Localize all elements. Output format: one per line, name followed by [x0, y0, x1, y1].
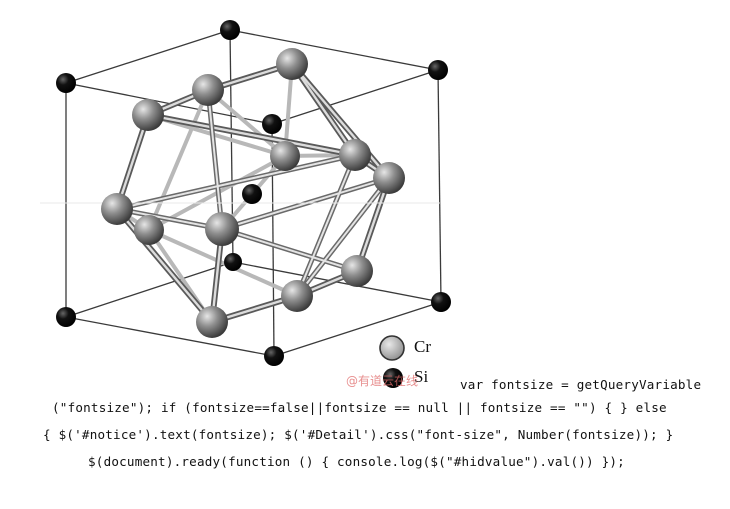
cr-atom: [276, 48, 308, 80]
cr-atom: [192, 74, 224, 106]
unit-cell-edges: [65, 29, 442, 357]
code-line-2: ("fontsize"); if (fontsize==false||fonts…: [52, 400, 667, 415]
si-atom: [262, 114, 282, 134]
si-atom: [242, 184, 262, 204]
si-atom: [56, 73, 76, 93]
cr-atom: [134, 215, 164, 245]
watermark-text: @有道云在线: [346, 374, 419, 388]
si-atom: [264, 346, 284, 366]
cr-atom: [281, 280, 313, 312]
si-atom: [431, 292, 451, 312]
cr-atom: [132, 99, 164, 131]
si-atom: [220, 20, 240, 40]
cr-atom: [101, 193, 133, 225]
cr-atom: [339, 139, 371, 171]
code-line-1: var fontsize = getQueryVariable: [460, 377, 702, 392]
cr-atom: [205, 212, 239, 246]
si-atom: [56, 307, 76, 327]
code-line-3: { $('#notice').text(fontsize); $('#Detai…: [43, 427, 674, 442]
legend-si-swatch: [383, 368, 403, 388]
cr-atom: [341, 255, 373, 287]
cr-atom: [373, 162, 405, 194]
si-atom: [428, 60, 448, 80]
si-atoms: [56, 20, 451, 366]
code-line-4: $(document).ready(function () { console.…: [88, 454, 625, 469]
legend-cr-swatch: [379, 335, 405, 361]
legend-si-label: Si: [414, 367, 429, 386]
cr-atom: [270, 141, 300, 171]
si-atom: [224, 253, 242, 271]
cr-atom: [196, 306, 228, 338]
legend-cr-label: Cr: [414, 337, 431, 356]
cr-atoms: [101, 48, 405, 338]
